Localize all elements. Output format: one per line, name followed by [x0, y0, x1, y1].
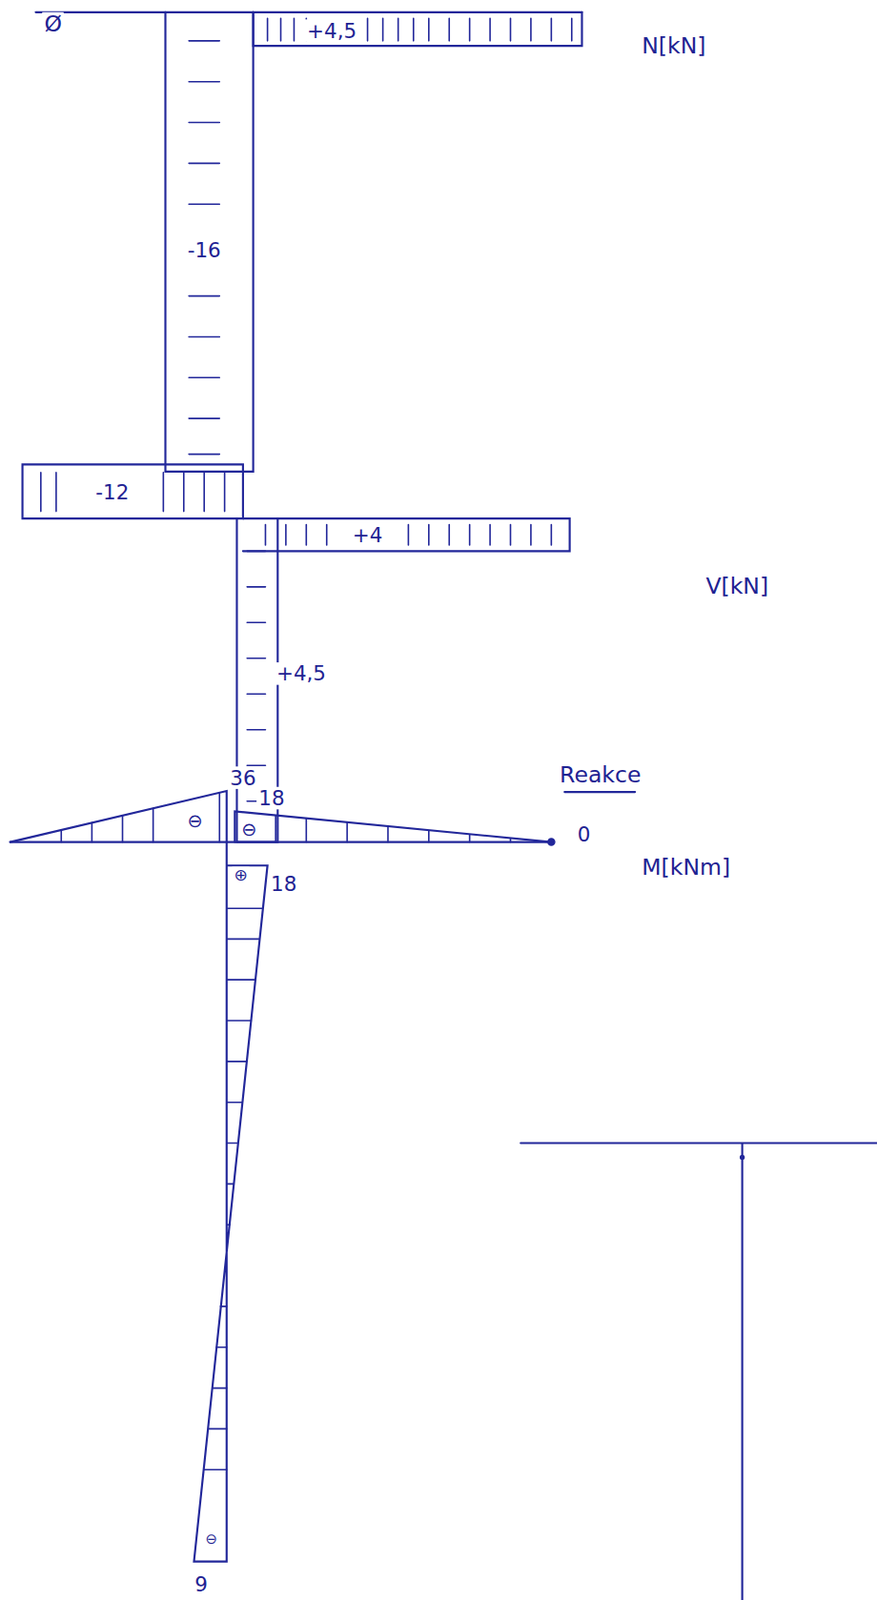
- diagram-unit-label: V[kN]: [703, 574, 771, 600]
- sign-symbol: ⊖: [203, 1531, 220, 1548]
- shear-force-value: +4,5: [274, 662, 328, 686]
- moment-value: 36: [227, 766, 259, 790]
- moment-value: 9: [192, 1572, 210, 1596]
- sign-symbol: ⊕: [231, 867, 250, 886]
- axial-force-value: +4,5: [305, 19, 359, 42]
- moment-value: 18: [256, 787, 287, 811]
- section-heading: Reakce: [557, 763, 644, 789]
- moment-value: 18: [268, 873, 300, 897]
- shear-force-value: -12: [93, 480, 131, 504]
- sign-symbol: ⊖: [184, 810, 204, 831]
- sign-symbol: ⊖: [239, 819, 259, 840]
- moment-value: 0: [575, 822, 593, 846]
- diagram-unit-label: M[kNm]: [639, 855, 733, 880]
- diagram-unit-label: N[kN]: [639, 33, 709, 59]
- axial-force-value: -16: [185, 239, 224, 263]
- shear-force-value: +4: [350, 523, 386, 547]
- zero-mark: Ø: [41, 12, 64, 38]
